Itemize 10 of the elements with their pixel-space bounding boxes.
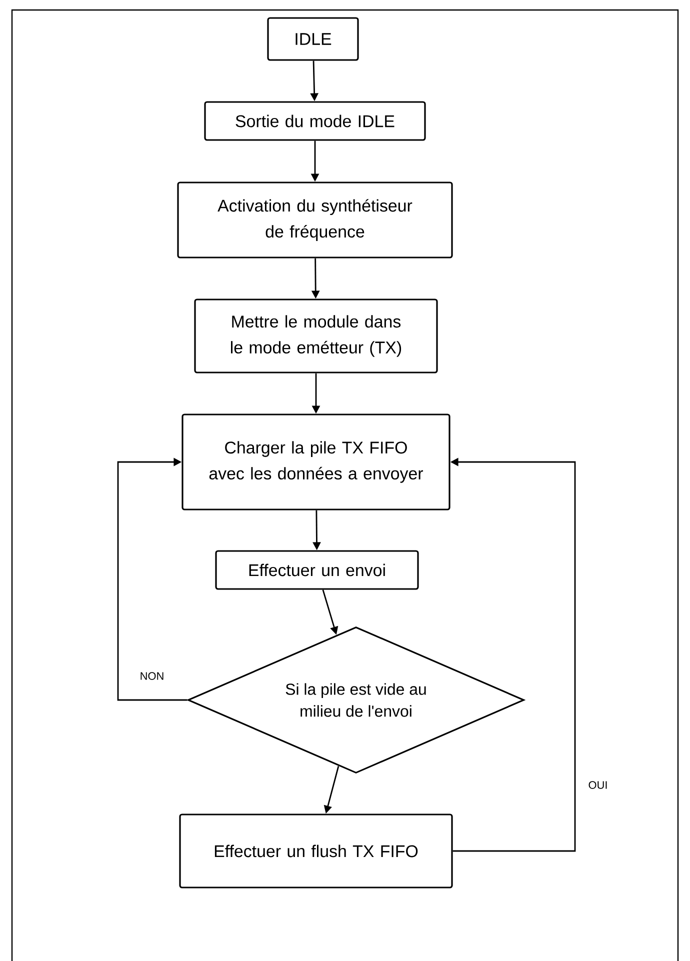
edge-label: NON (138, 671, 166, 681)
process-box: Mettre le module dans le mode emétteur (TX) (194, 298, 438, 374)
arrow (117, 458, 188, 701)
edge-label: OUI (587, 780, 609, 790)
process-box: Effectuer un envoi (215, 550, 419, 590)
process-box: IDLE (267, 17, 359, 61)
process-box: Effectuer un flush TX FIFO (179, 814, 453, 888)
process-box: Activation du synthétiseur de fréquence (177, 182, 453, 258)
process-box: Charger la pile TX FIFO avec les données a envoyer (182, 414, 450, 510)
process-box: Sortie du mode IDLE (204, 101, 426, 141)
